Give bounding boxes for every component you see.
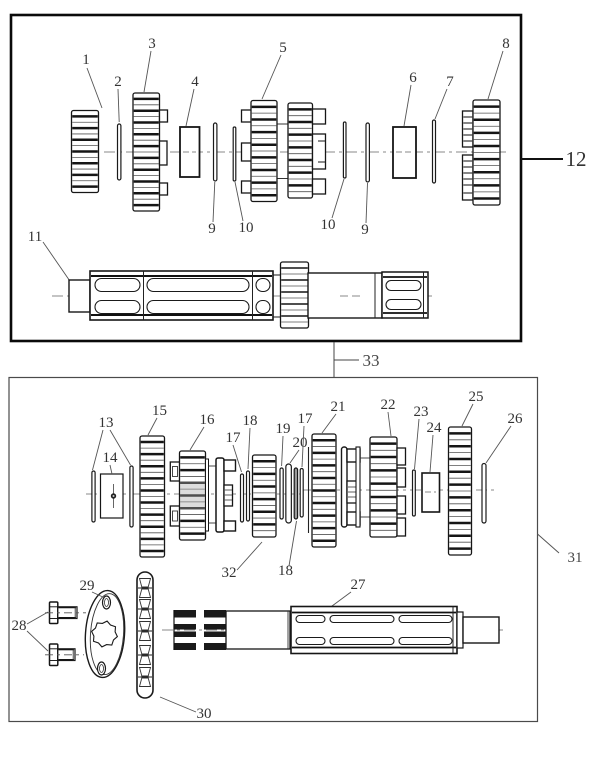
svg-text:26: 26 (508, 411, 524, 427)
svg-text:27: 27 (351, 577, 367, 593)
svg-text:29: 29 (80, 578, 95, 594)
svg-text:18: 18 (243, 413, 258, 429)
svg-text:6: 6 (409, 70, 417, 86)
svg-text:9: 9 (361, 222, 369, 238)
svg-text:9: 9 (208, 221, 216, 237)
svg-text:8: 8 (502, 36, 510, 52)
svg-text:32: 32 (222, 565, 237, 581)
svg-text:2: 2 (114, 74, 122, 90)
svg-text:23: 23 (414, 404, 429, 420)
svg-text:11: 11 (28, 229, 42, 245)
svg-text:30: 30 (197, 706, 212, 722)
svg-text:3: 3 (148, 36, 156, 52)
svg-text:10: 10 (239, 220, 254, 236)
svg-text:4: 4 (191, 74, 199, 90)
svg-text:15: 15 (152, 403, 167, 419)
svg-text:1: 1 (82, 52, 90, 68)
svg-text:17: 17 (226, 430, 242, 446)
svg-text:5: 5 (279, 40, 287, 56)
svg-text:22: 22 (381, 397, 396, 413)
svg-text:10: 10 (321, 217, 336, 233)
svg-text:16: 16 (200, 412, 216, 428)
svg-text:14: 14 (103, 450, 119, 466)
svg-text:33: 33 (363, 351, 380, 370)
svg-text:19: 19 (276, 421, 291, 437)
svg-text:20: 20 (293, 435, 308, 451)
svg-text:31: 31 (568, 550, 583, 566)
svg-text:24: 24 (427, 420, 443, 436)
svg-text:7: 7 (446, 74, 454, 90)
svg-text:25: 25 (469, 389, 484, 405)
svg-text:18: 18 (278, 563, 293, 579)
svg-text:28: 28 (12, 618, 27, 634)
svg-text:17: 17 (298, 411, 314, 427)
svg-text:13: 13 (99, 415, 114, 431)
svg-text:12: 12 (566, 147, 587, 171)
svg-text:21: 21 (331, 399, 346, 415)
